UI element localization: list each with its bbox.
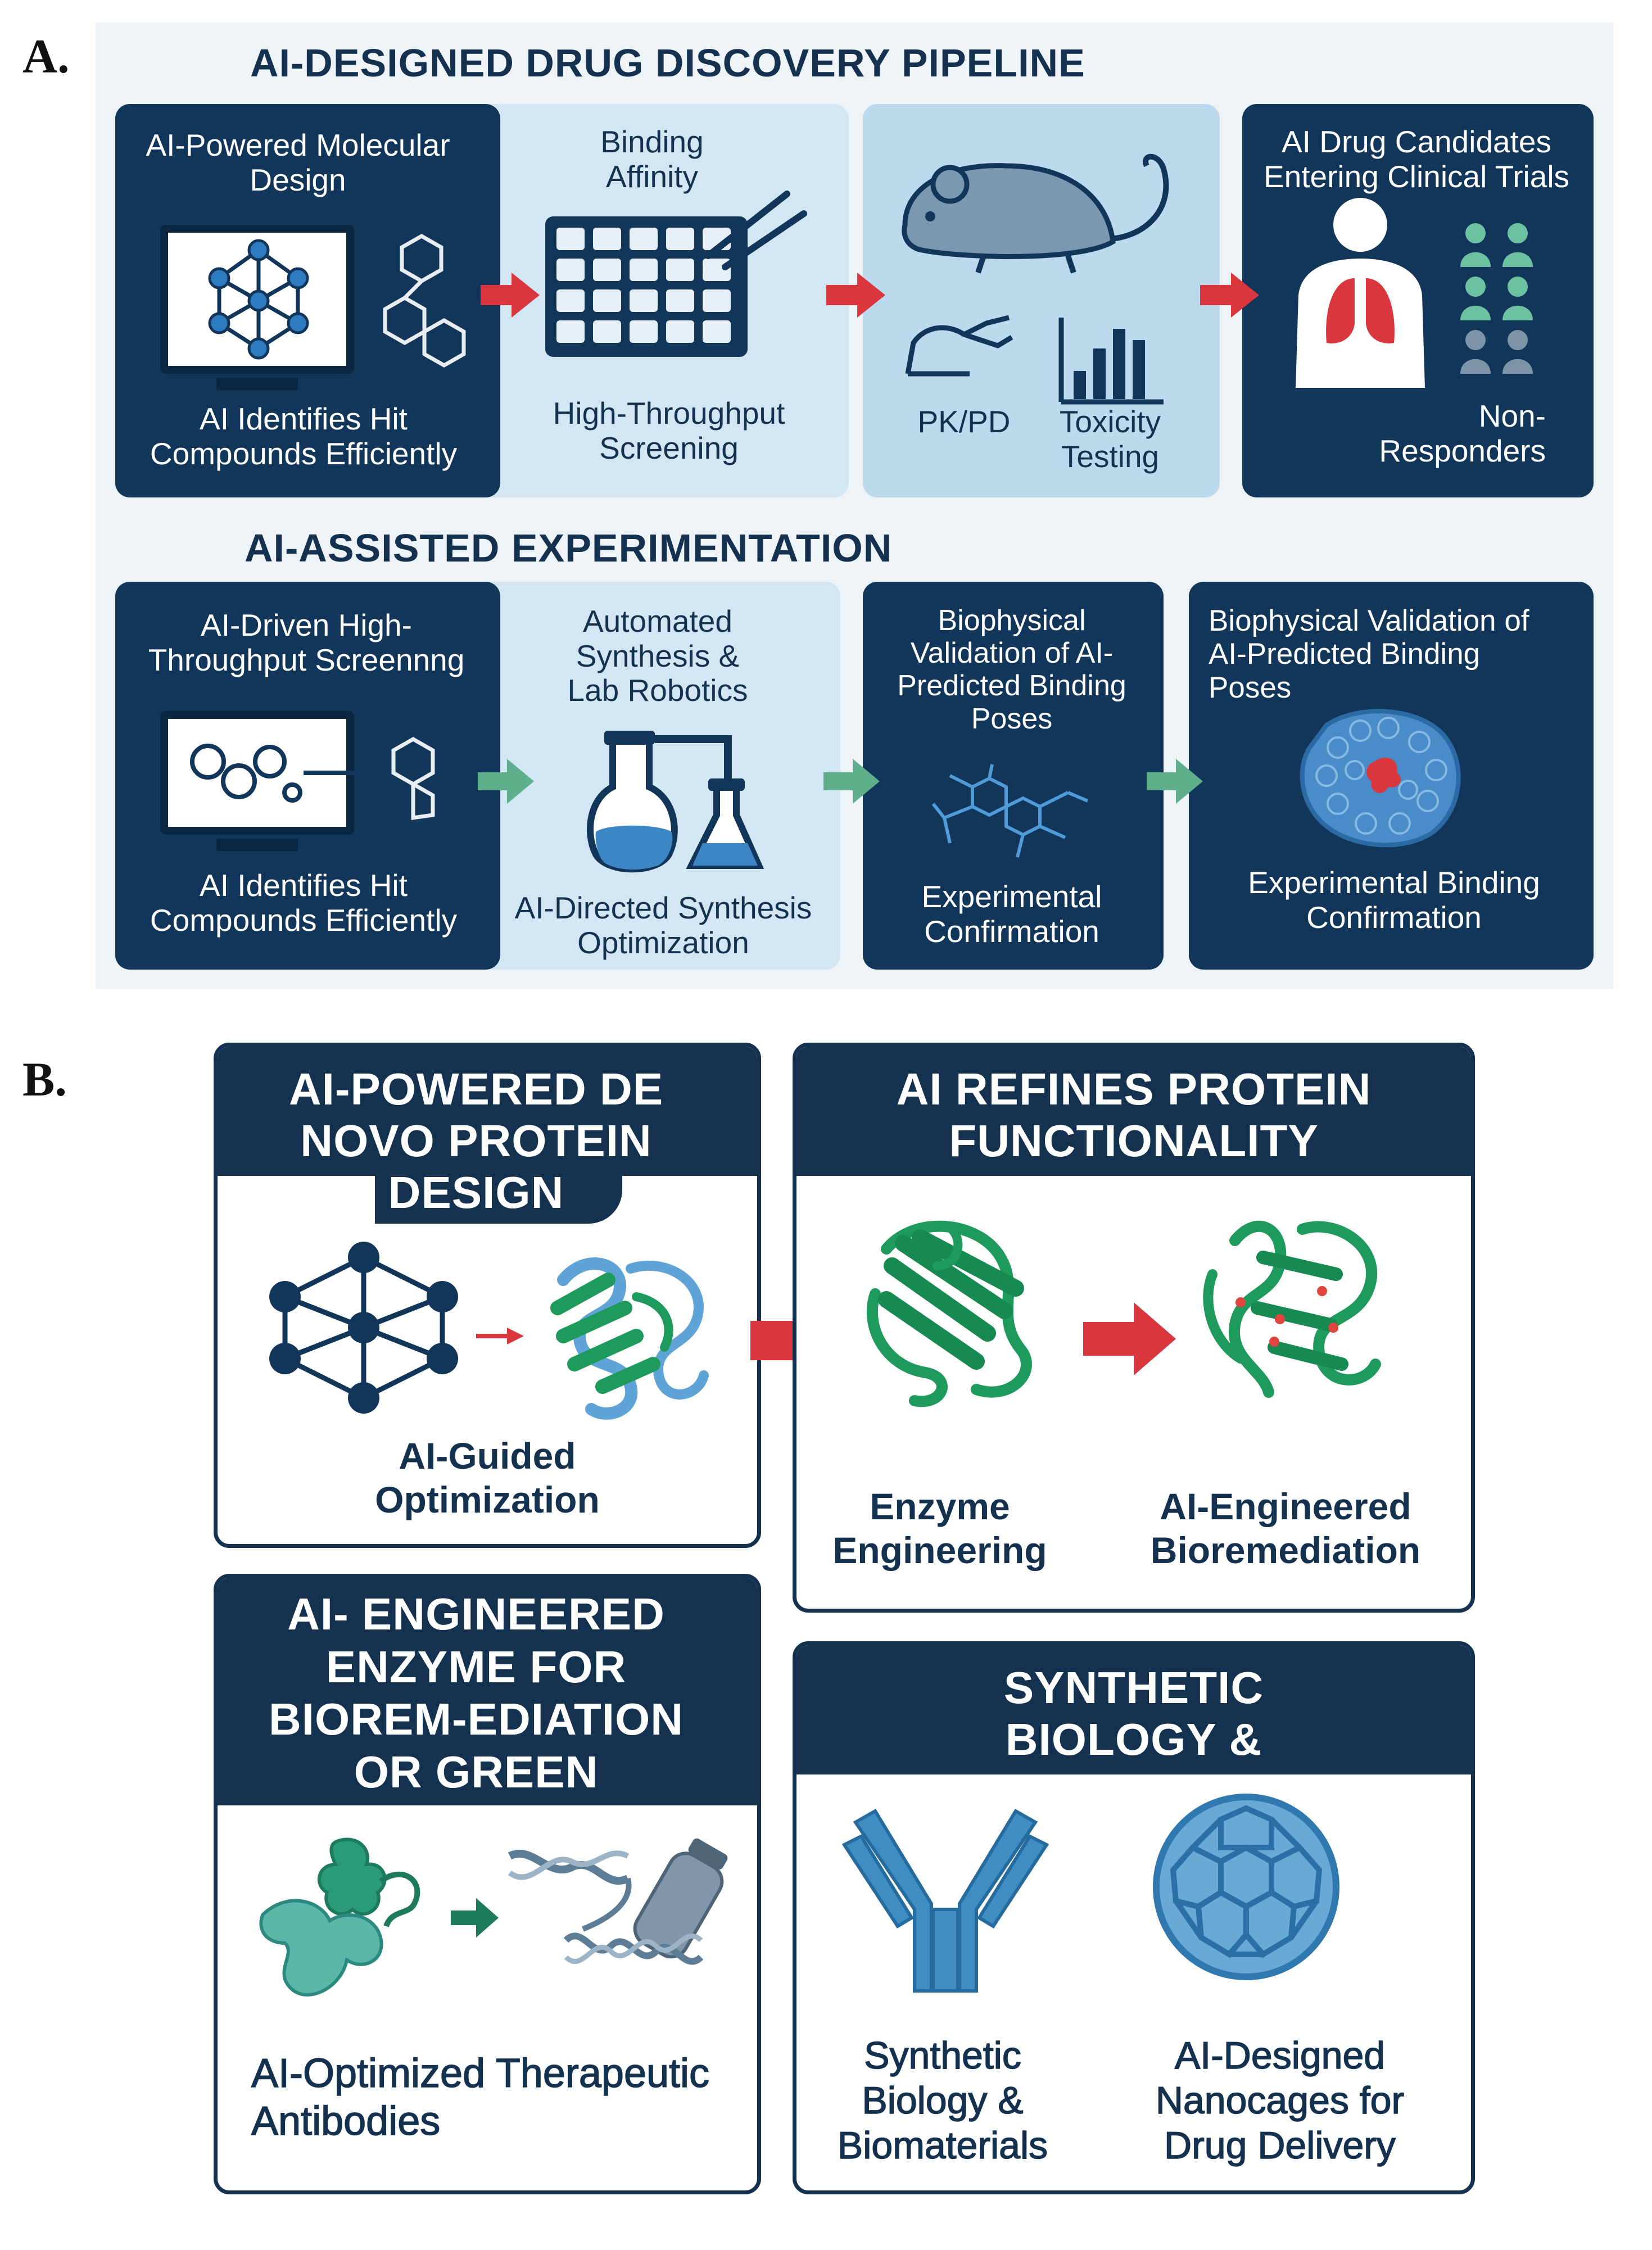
arrow-green-3	[1147, 759, 1203, 804]
box-synthetic-biology: SYNTHETIC BIOLOGY & BIOMATERIALS Synthet…	[793, 1641, 1475, 2194]
card6-bottom-text: AI-Directed Synthesis Optimization	[514, 890, 812, 960]
box1-label: AI-Guided Optimization	[375, 1435, 600, 1520]
card8-bottom-text: Experimental Binding Confirmation	[1248, 865, 1540, 935]
card2-bottom-text: High-Throughput Screening	[553, 396, 785, 465]
box2-label-bioremediation: AI-Engineered Bioremediation	[1150, 1486, 1421, 1571]
enzyme-structure-icon	[866, 1220, 1032, 1407]
card3-label-pkpd: PK/PD	[917, 404, 1011, 439]
arrow-red-1	[481, 273, 540, 318]
box1-title: AI-POWERED DE NOVO PROTEIN DESIGN	[288, 1064, 664, 1217]
molecule-icon	[383, 233, 466, 368]
arrow-red-inner	[1083, 1302, 1176, 1375]
box3-title: AI- ENGINEERED ENZYME FOR BIOREM-EDIATIO…	[269, 1589, 684, 1850]
engineered-protein-icon	[1203, 1220, 1381, 1398]
card2-top-text: Binding Affinity	[600, 124, 704, 194]
box-de-novo-protein-design: AI-POWERED DE NOVO PROTEIN DESIGN AI-Gui…	[214, 1043, 761, 1548]
box4-header	[796, 1645, 1471, 1774]
lab-flask-icon	[587, 731, 764, 873]
monitor-stand-2	[216, 839, 298, 851]
experimentation-title: AI-ASSISTED EXPERIMENTATION	[245, 526, 893, 570]
protein-ribbon-icon	[550, 1257, 709, 1420]
mouse-icon	[902, 153, 1169, 274]
card6-top-text: Automated Synthesis & Lab Robotics	[567, 604, 748, 708]
neural-network-icon-2	[269, 1242, 458, 1414]
card4-top-text: AI Drug Candidates Entering Clinical Tri…	[1263, 124, 1570, 194]
card-lab-robotics	[483, 582, 840, 970]
box-engineered-enzyme: AI- ENGINEERED ENZYME FOR BIOREM-EDIATIO…	[214, 1574, 761, 2194]
box-refines-protein-functionality: AI REFINES PROTEIN FUNCTIONALITY Enzyme …	[793, 1043, 1475, 1613]
panel-b-letter: B.	[22, 1052, 67, 1106]
pk-pd-icon	[905, 315, 1013, 377]
box1-header-tab	[375, 1165, 622, 1224]
molecular-structure-icon	[931, 764, 1089, 858]
card1-bottom-text: AI Identifies Hit Compounds Efficiently	[150, 401, 458, 471]
box3-header	[218, 1578, 757, 1805]
arrow-red-3	[1200, 273, 1259, 318]
card3-label-toxicity: Toxicity Testing	[1059, 404, 1161, 474]
arrow-green-small	[451, 1898, 499, 1937]
card7-bottom-text: Experimental Confirmation	[921, 879, 1102, 949]
arrow-red-2	[826, 273, 885, 318]
card1-top-text: AI-Powered Molecular Design	[146, 128, 450, 197]
card7-top-text: Biophysical Validation of AI-Predicted B…	[897, 604, 1126, 735]
card4-bottom-text: Non-Responders	[1379, 399, 1546, 468]
box1-header	[218, 1047, 757, 1176]
box4-label-nanocages: AI-Designed Nanocages for Drug Delivery	[1155, 2034, 1405, 2167]
protein-binding-icon	[1300, 709, 1461, 848]
people-group-icon	[1460, 223, 1533, 374]
bottle-dna-icon	[508, 1838, 728, 1965]
card5-top-text: AI-Driven High-Throughput Screennng	[148, 608, 465, 677]
arrow-green-1	[478, 759, 534, 804]
box2-label-enzyme: Enzyme Engineering	[832, 1486, 1047, 1571]
antibody-protein-icon	[259, 1837, 420, 1997]
arrow-small-red	[476, 1328, 524, 1344]
nanocage-icon	[1153, 1794, 1339, 1980]
box4-title: SYNTHETIC BIOLOGY & BIOMATERIALS	[961, 1663, 1307, 1816]
box2-title: AI REFINES PROTEIN FUNCTIONALITY	[896, 1064, 1372, 1166]
pipeline-title: AI-DESIGNED DRUG DISCOVERY PIPELINE	[250, 41, 1085, 85]
arrow-green-2	[823, 759, 880, 804]
card-biophysical-validation	[863, 582, 1164, 970]
well-plate-icon	[545, 191, 807, 357]
card5-bottom-text: AI Identifies Hit Compounds Efficiently	[150, 868, 458, 938]
panel-a-letter: A.	[22, 29, 70, 83]
molecule-to-molecule-icon	[190, 736, 435, 821]
antibody-icon	[841, 1808, 1049, 1993]
neural-network-icon	[208, 239, 309, 360]
box2-header	[796, 1047, 1471, 1176]
monitor-stand	[216, 378, 298, 390]
patient-lungs-icon	[1296, 198, 1425, 388]
box4-label-synthetic: Synthetic Biology & Biomaterials	[837, 2034, 1048, 2167]
card8-top-text: Biophysical Validation of AI-Predicted B…	[1209, 604, 1529, 704]
bar-chart-icon	[1058, 318, 1164, 405]
box3-label: AI-Optimized Therapeutic Antibodies	[251, 2050, 710, 2144]
